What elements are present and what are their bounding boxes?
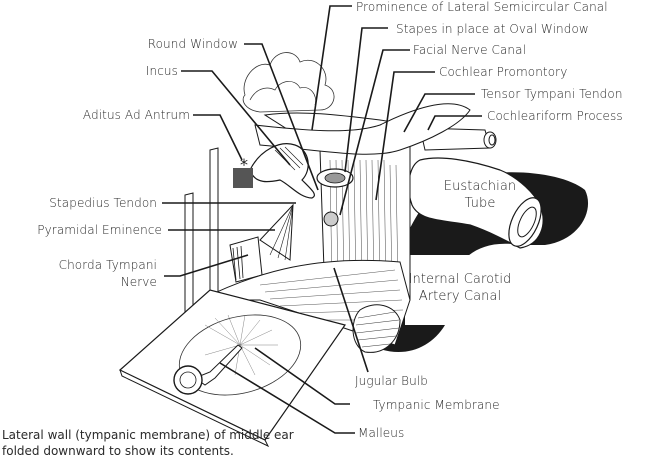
label-carotid-line2: Artery Canal: [418, 289, 502, 304]
label-eustachian-line2: Tube: [464, 196, 496, 211]
label-stapes-oval-window: Stapes in place at Oval Window: [396, 22, 589, 36]
label-stapedius-tendon: Stapedius Tendon: [49, 196, 157, 210]
tympanic-plate: [118, 289, 346, 441]
label-chorda-tympani-line2: Nerve: [120, 275, 157, 289]
label-malleus: Malleus: [358, 426, 405, 440]
carotid-label-box: [407, 255, 509, 325]
round-window-shape: [323, 211, 339, 227]
aditus-block: [233, 168, 253, 188]
label-cochleariform-process: Cochleariform Process: [487, 109, 623, 123]
label-carotid-line1: Internal Carotid: [408, 272, 512, 287]
incus-shape: [249, 143, 315, 199]
malleus-head: [173, 365, 203, 395]
label-round-window: Round Window: [147, 37, 238, 51]
label-chorda-tympani-nerve: Chorda Tympani Nerve: [59, 258, 157, 289]
semicircular-canal-prominence: [242, 52, 335, 113]
label-jugular-bulb: Jugular Bulb: [355, 374, 429, 388]
label-prominence-lateral-semicircular-canal: Prominence of Lateral Semicircular Canal: [356, 0, 608, 14]
label-incus: Incus: [145, 64, 178, 78]
label-internal-carotid-artery-canal: Internal Carotid Artery Canal: [405, 271, 515, 305]
leader-lines: [162, 5, 482, 434]
label-tensor-tympani-tendon: Tensor Tympani Tendon: [481, 87, 623, 101]
label-aditus-ad-antrum: Aditus Ad Antrum: [82, 108, 190, 122]
label-tympanic-membrane: Tympanic Membrane: [373, 398, 500, 412]
malleus-shape: [193, 344, 243, 386]
label-pyramidal-eminence: Pyramidal Eminence: [37, 223, 162, 237]
label-cochlear-promontory: Cochlear Promontory: [439, 65, 568, 79]
label-chorda-tympani-line1: Chorda Tympani: [58, 258, 157, 272]
svg-text:*: *: [240, 155, 248, 174]
label-facial-nerve-canal: Facial Nerve Canal: [413, 43, 527, 57]
lateral-wall-panel: [209, 147, 219, 303]
label-eustachian-tube: Eustachian Tube: [425, 178, 535, 212]
pyramidal-eminence-shape: [259, 203, 294, 261]
figure-caption: Lateral wall (tympanic membrane) of midd…: [2, 428, 294, 458]
label-eustachian-line1: Eustachian: [443, 179, 517, 194]
